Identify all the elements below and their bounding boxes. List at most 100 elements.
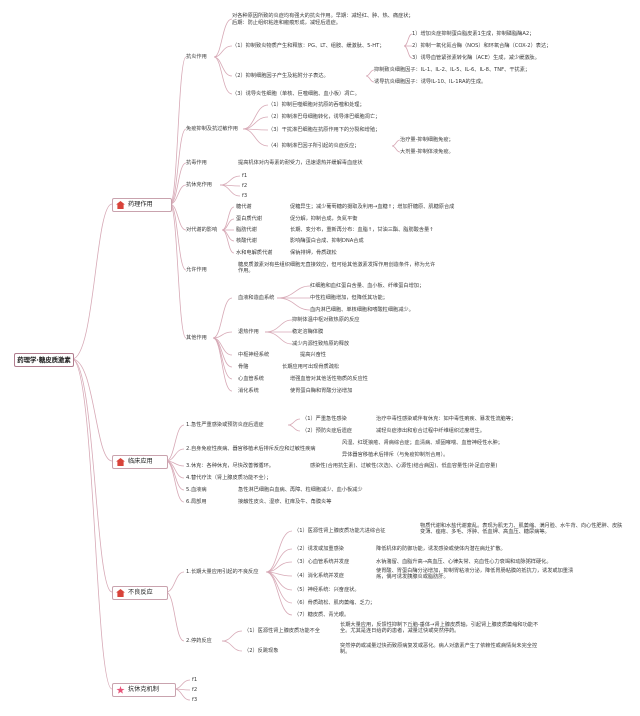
cardio-node[interactable]: 心血管系统 — [238, 376, 264, 382]
clinical-sub-val: 异体器官移植术后排斥（与免疫抑制剂合用）。 — [342, 452, 449, 458]
adverse-long-val: 降低机体的防御功能，诱发感染或使体内潜在病灶扩散。 — [376, 546, 506, 552]
anti-shock-item: f1 — [242, 173, 248, 179]
topic-label: 临床应用 — [128, 458, 153, 465]
anti-inflam-desc-1: 对各种原因所致的炎症均有强大的抗炎作用。早期：减轻红、肿、热、痛症状； — [232, 13, 414, 19]
adverse-long-node[interactable]: 1.长期大量应用引起的不良反应 — [186, 569, 259, 575]
permissive-desc: 糖皮质激素对有些组织细胞无直接效应，但可给其他激素发挥作用创造条件，称为允许作用… — [238, 262, 436, 275]
other-node[interactable]: 其他作用 — [186, 335, 207, 341]
metabolism-node[interactable]: 对代谢的影响 — [186, 227, 218, 233]
blood-item: 中性粒细胞增加，但降低其功能； — [310, 295, 388, 301]
anti-inflam-sub-3[interactable]: （3）诱导炎性细胞（单核、巨噬细胞、血小板）凋亡。 — [232, 91, 360, 97]
metabolism-val: 促分解，抑制合成，负氮平衡 — [290, 216, 358, 222]
clinical-item-6[interactable]: 6.局部用 — [186, 499, 207, 505]
metabolism-val: 长期、变分布，重新再分布：血脂↑，甘油三酯、脂肪酸含量↑ — [290, 227, 434, 233]
anti-toxin-node[interactable]: 抗毒作用 — [186, 160, 207, 166]
clinical-item-3[interactable]: 3.休克：各种休克，尽快改善微循环。 — [186, 463, 274, 469]
clinical-item-2[interactable]: 2.自身免疫性疾病、器官移植术后排斥反应和过敏性疾病 — [186, 446, 316, 452]
mechanism-item: f2 — [192, 687, 198, 693]
anti-inflam-sub1-item: 3）诱导血管紧张素转化酶（ACE）生成，减少缓激肽。 — [412, 55, 540, 61]
clinical-sub-val: 风湿、红斑狼疮、肾病综合症；血清病、顽固哮喘、血管神经性水肿； — [342, 440, 503, 446]
adverse-long-key[interactable]: （3）心血管系统并发症 — [294, 559, 350, 565]
immuno-item[interactable]: （4）抑制淋巴因子所引起的炎症反应； — [268, 143, 360, 149]
adverse-long-key[interactable]: （7）糖皮质、青光眼。 — [294, 612, 350, 618]
anti-inflam-sub-2[interactable]: （2）抑制细胞因子产生及粘附分子表达。 — [232, 73, 329, 79]
root-node[interactable]: 药理学·糖皮质激素 — [14, 353, 74, 367]
topic-pharmacology[interactable]: 药理作用 — [112, 198, 172, 212]
permissive-node[interactable]: 允许作用 — [186, 267, 207, 273]
anti-inflam-node[interactable]: 抗炎作用 — [186, 54, 207, 60]
immuno-sub4-item: 大剂量-抑制体液免疫。 — [400, 149, 454, 155]
anti-inflam-sub2-item: 诱导抗炎细胞因子：诱导IL-10、IL-1RA的生成。 — [374, 79, 487, 85]
adverse-stop-val: 长期大量应用，反馈性抑制下丘脑-垂体→肾上腺皮质轴，引起肾上腺皮质萎缩和功能不全… — [340, 622, 539, 635]
anti-inflam-desc-2: 后期：防止组织粘连和瘢痕形成，减轻后遗症。 — [232, 20, 341, 26]
digest-desc: 使胃蛋白酶和胃酸分泌增加 — [290, 388, 353, 394]
adverse-long-key[interactable]: （2）诱发或加重感染 — [294, 546, 344, 552]
adverse-long-key[interactable]: （4）消化系统并发症 — [294, 573, 344, 579]
clinical-item-5[interactable]: 5.血液病 — [186, 487, 207, 493]
adverse-long-key[interactable]: （1）医源性肾上腺皮质功能亢进综合征 — [294, 528, 386, 534]
clinical-sub-key: （1）严重急性感染 — [302, 416, 347, 422]
cns-node[interactable]: 中枢神经系统 — [238, 352, 270, 358]
mechanism-item: f1 — [192, 677, 198, 683]
bone-desc: 长期应用可出现骨质疏松 — [282, 364, 340, 370]
blood-item: 血内淋巴细胞、单核细胞和嗜酸粒细胞减少。 — [310, 307, 414, 313]
cns-desc: 提高兴奋性 — [300, 352, 326, 358]
adverse-long-key[interactable]: （6）骨质疏松、肌肉萎缩、乏力； — [294, 600, 376, 606]
adverse-stop-key[interactable]: （2）反跳现象 — [244, 648, 279, 654]
anti-inflam-sub1-item: 2）抑制一氧化氮合酶（NOS）和环氧合酶（COX-2）表达； — [412, 43, 552, 49]
adverse-long-val: 物质代谢和水盐代谢紊乱。表现为肌无力、肌萎缩、满月脸、水牛背、向心性肥胖、皮肤变… — [420, 523, 623, 536]
blood-item: 红细胞和血红蛋白含量、血小板、纤维蛋白增加； — [310, 283, 425, 289]
cardio-desc: 增强血管对其他活性物质的反应性 — [290, 376, 368, 382]
metabolism-key: 水和电解质代谢 — [236, 250, 273, 256]
immuno-item: （3）干扰淋巴细胞在抗原作用下的分裂和增殖； — [268, 127, 381, 133]
home-icon — [116, 458, 125, 466]
adverse-stop-key[interactable]: （1）医源性肾上腺皮质功能不全 — [244, 628, 320, 634]
topic-label: 抗休克机制 — [128, 686, 159, 693]
immuno-sub4-item: 治疗量-抑制细胞免疫； — [400, 137, 454, 143]
anti-inflam-sub1-item: 1）增加炎症抑制蛋白脂皮素1生成，抑制磷脂酶A2； — [412, 31, 535, 37]
immuno-node[interactable]: 免疫抑制及抗过敏作用 — [186, 126, 238, 132]
adverse-long-val: 使胃酸、胃蛋白酶分泌增加，抑制胃粘液分泌，降低胃肠粘膜的抵抗力，诱发或加重溃疡，… — [376, 568, 574, 581]
anti-inflam-sub2-item: 抑制致炎细胞因子：IL-1、IL-2、IL-5、IL-6、IL-8、TNF、干扰… — [374, 67, 531, 73]
clinical-sub-val: 感染性(合用抗生素)、过敏性(次选)、心源性(结合病因)、低血容量性(补足血容量… — [310, 463, 498, 469]
fever-node[interactable]: 退热作用 — [238, 329, 259, 335]
topic-label: 药理作用 — [128, 201, 153, 208]
anti-shock-item: f2 — [242, 183, 248, 189]
home-icon — [116, 201, 125, 209]
anti-inflam-sub-1[interactable]: （1）抑制致炎物质产生和释放：PG、LT、组胺、缓激肽、5-HT； — [232, 43, 385, 49]
topic-label: 不良反应 — [128, 589, 153, 596]
fever-item: 稳定溶酶体膜 — [292, 329, 324, 335]
metabolism-val: 促糖异生；减少葡萄糖的摄取及利用→血糖↑；增加肝糖原、肌糖原合成 — [290, 204, 455, 210]
home-icon — [116, 589, 125, 597]
fever-item: 减少内源性致热原的释放 — [292, 341, 350, 347]
mechanism-item: f3 — [192, 697, 198, 703]
anti-shock-node[interactable]: 抗休克作用 — [186, 182, 212, 188]
clinical-item-4[interactable]: 4.替代疗法（肾上腺皮质功能不全）； — [186, 475, 272, 481]
metabolism-key: 脂肪代谢 — [236, 227, 257, 233]
digest-node[interactable]: 消化系统 — [238, 388, 259, 394]
clinical-sub-key: （2）预防炎症后遗症 — [302, 428, 352, 434]
bone-node[interactable]: 骨骼 — [238, 364, 249, 370]
blood-node[interactable]: 血液和造血系统 — [238, 295, 275, 301]
metabolism-key: 蛋白质代谢 — [236, 216, 262, 222]
fever-item: 抑制体温中枢对致热原的反应 — [292, 317, 360, 323]
immuno-item: （2）抑制淋巴母细胞转化，诱导淋巴细胞凋亡； — [268, 114, 381, 120]
clinical-sub-val: 急性淋巴细胞白血病、再障、粒细胞减少、血小板减少 — [238, 487, 363, 493]
metabolism-val: 保钠排钾，骨质疏松 — [290, 250, 337, 256]
anti-shock-item: f3 — [242, 193, 248, 199]
clinical-sub-val: 减轻炎症渗出和愈合过程中纤维组织过度增生。 — [376, 428, 485, 434]
topic-mechanism[interactable]: 抗休克机制 — [112, 683, 176, 697]
clinical-sub-val: 治疗中毒性感染或伴有休克：如中毒性痢疾、暴发性流脑等； — [376, 416, 517, 422]
topic-adverse[interactable]: 不良反应 — [112, 586, 168, 600]
star-icon — [116, 686, 125, 694]
adverse-stop-node[interactable]: 2.停药反应 — [186, 638, 212, 644]
adverse-long-key[interactable]: （5）神经系统：兴奋症状。 — [294, 587, 360, 593]
clinical-item-1[interactable]: 1.急性严重感染或预防炎症后遗症 — [186, 422, 264, 428]
topic-clinical[interactable]: 临床应用 — [112, 455, 168, 469]
anti-toxin-desc: 提高机体对内毒素的耐受力，迅速退热并缓解毒血症状 — [238, 160, 363, 166]
adverse-long-val: 水钠潴留、血脂升高→高血压、心律失常、充血性心力衰竭和动脉粥样硬化。 — [376, 559, 552, 565]
metabolism-val: 影响酶蛋白合成、抑制DNA合成 — [290, 238, 364, 244]
metabolism-key: 糖代谢 — [236, 204, 252, 210]
